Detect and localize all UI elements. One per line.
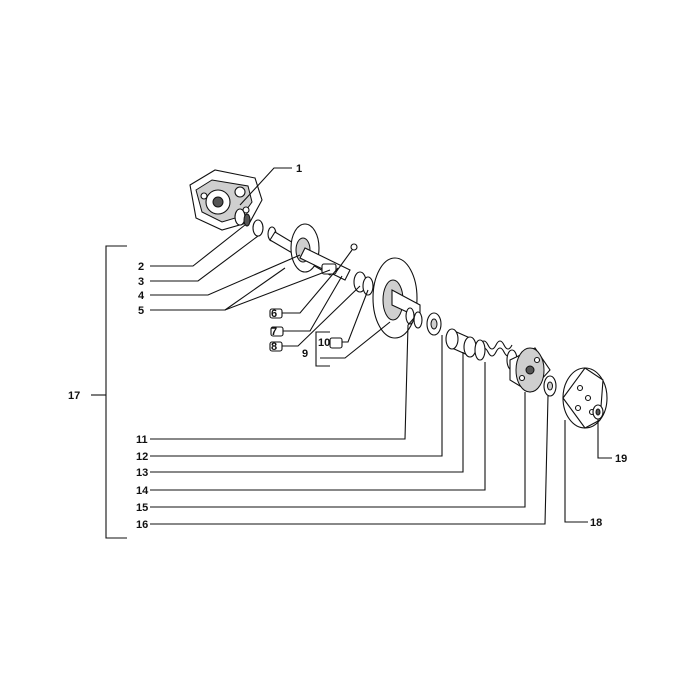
callout-5: 5 (138, 305, 144, 317)
sleeve (445, 328, 477, 358)
callout-18: 18 (590, 517, 602, 529)
callout-19: 19 (615, 453, 627, 465)
callout-14: 14 (136, 485, 149, 497)
guide-pins (329, 337, 343, 349)
rollers (269, 308, 284, 352)
movable-pulley (372, 257, 421, 339)
callout-15: 15 (136, 502, 148, 514)
callout-10: 10 (318, 337, 330, 349)
callout-labels: 1 2 3 4 5 6 7 8 9 10 11 12 13 14 15 16 1… (68, 163, 627, 531)
clutch-assembly (509, 347, 551, 393)
bearing-washers (234, 208, 277, 242)
callout-3: 3 (138, 276, 144, 288)
callout-17: 17 (68, 390, 80, 402)
clutch-washer (543, 375, 557, 397)
callout-11: 11 (136, 434, 148, 446)
variator-washers (353, 271, 374, 296)
engine-casing (189, 169, 263, 231)
fixed-pulley (269, 223, 351, 281)
parts-illustration (189, 169, 608, 429)
callout-4: 4 (138, 290, 145, 302)
callout-9: 9 (302, 348, 308, 360)
callout-13: 13 (136, 467, 148, 479)
callout-6: 6 (271, 308, 277, 320)
callout-8: 8 (271, 341, 277, 353)
callout-7: 7 (271, 326, 277, 338)
callout-1: 1 (296, 163, 302, 175)
leader-lines (91, 167, 612, 539)
callout-12: 12 (136, 451, 148, 463)
callout-16: 16 (136, 519, 148, 531)
clutch-bell (562, 367, 608, 429)
callout-2: 2 (138, 261, 144, 273)
nut (592, 404, 604, 420)
